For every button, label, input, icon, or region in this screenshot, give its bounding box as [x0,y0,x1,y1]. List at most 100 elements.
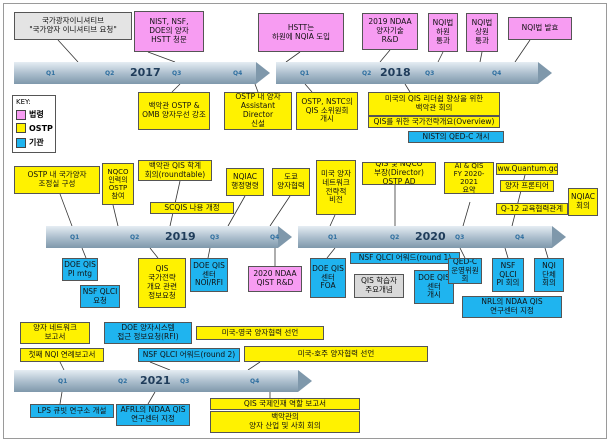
event-box: OSTP 내 국가양자 조정실 구성 [14,166,100,194]
event-box: 2019 NDAA 양자기술 R&D [362,13,418,50]
legend-label: 법령 [29,110,44,119]
event-box: 양자 네트워크 보고서 [20,322,90,344]
event-box: LPS 큐빗 연구소 개설 [30,404,114,418]
event-box: SCQIS 나용 개정 [150,202,234,214]
connector [59,193,73,227]
year-label-2020: 2020 [415,230,446,243]
timeline-2017-bar [14,62,256,84]
year-label-2019: 2019 [165,230,196,243]
event-box: QIS 및 NQCO 부장(Director) OSTP AD [362,162,436,185]
event-box: QIS를 위한 국가전략개요(Overview) [368,116,500,128]
connector [329,214,336,227]
event-box: NIST의 QED-C 개시 [408,131,504,143]
timeline-2020-arrowhead [552,226,566,248]
quarter-label: Q2 [390,234,400,241]
event-box: AFRL의 NDAA QIS 연구센터 지정 [116,404,190,426]
connector [227,195,246,227]
connector [504,247,509,259]
event-box: NQIAC 행정명령 [226,168,264,196]
quarter-label: Q2 [362,70,372,77]
quarter-label: Q1 [70,234,80,241]
year-label-2017: 2017 [130,66,161,79]
event-box: DOE QIS 센터 개시 [414,270,454,304]
event-box: NSF QLCI 요청 [80,285,120,308]
quarter-label: Q2 [130,234,140,241]
event-box: NSF QLCI 어워드(round 2) [138,348,240,362]
event-box: NIST, NSF, DOE의 양자 HSTT 청문 [134,11,204,52]
connector [149,247,159,259]
legend-swatch [16,137,26,148]
event-box: AI & QIS FY 2020-2021 요약 [444,162,494,194]
connector [171,83,181,93]
event-box: 미국 양자 네트워크 전략적 비전 [316,160,356,215]
event-box: 백악관 OSTP & OMB 양자우선 강조 [138,92,210,130]
legend-swatch [16,123,26,133]
event-box: Q-12 교육협력관계 [496,203,568,215]
event-box: 양자 프론티어 [500,180,554,192]
connector [59,391,63,405]
event-box: 도쿄 양자협력 [272,168,310,196]
event-box: DOE QIS 센터 NOI/RFI [190,258,228,292]
quarter-label: Q4 [515,234,525,241]
legend-label: OSTP [29,123,53,133]
connector [459,247,466,259]
event-box: QIS 국가전략 개요 관련 정보요청 [138,258,186,308]
connector [326,247,336,259]
event-box: OSTP, NSTC의 QIS 소위원회 개시 [296,92,358,130]
event-box: QIS 학습자 주요개념 [354,274,404,298]
connector [462,201,471,227]
connector [285,51,301,63]
connector [59,361,65,371]
connector [147,51,176,63]
event-box: 미국-영국 양자협력 선언 [196,326,324,340]
event-box: DOE QIS 센터 FOA [310,258,346,298]
event-box: DOE QIS PI mtg [62,258,98,281]
quarter-label: Q2 [118,378,128,385]
event-box: 백악관 QIS 학계 회의(roundtable) [138,160,212,181]
event-box: NQI법 하원 통과 [428,13,458,52]
quarter-label: Q4 [233,70,243,77]
event-box: NQI법 발효 [508,17,572,40]
connector [514,39,531,63]
event-box: QED-C 운영위원회 [448,258,482,284]
quarter-label: Q3 [172,70,182,77]
timeline-2017-arrowhead [256,62,270,84]
event-box: QIS 국제인재 역할 보고서 [210,398,360,410]
event-box: 2020 NDAA QIST R&D [248,266,302,292]
legend: KEY: 법령 OSTP 기관 [12,95,56,153]
event-box: NQIAC 회의 [568,188,598,216]
year-label-2021: 2021 [140,374,171,387]
quarter-label: Q4 [250,378,260,385]
event-box: HSTT는 하원에 NQIA 도입 [258,13,344,52]
quarter-label: Q4 [492,70,502,77]
event-box: NRL의 NDAA QIS 연구센터 지정 [462,296,562,318]
connector [247,361,261,371]
event-box: 국가광자이니셔티브 "국가양자 이니셔티브 요청" [14,12,132,40]
timeline-2021-arrowhead [298,370,312,392]
legend-title: KEY: [16,98,31,106]
timeline-2021-bar [14,370,298,392]
event-box: 첫째 NQI 연례보고서 [20,348,104,362]
timeline-2018-bar [276,62,538,84]
connector [149,361,171,371]
legend-swatch [16,109,26,120]
quarter-label: Q3 [455,234,465,241]
event-box: NQI법 상원 통과 [466,13,498,52]
quarter-label: Q1 [328,234,338,241]
event-box: NSF QLCI PI 회의 [492,258,524,292]
timeline-2019-bar [46,226,278,248]
connector [57,39,79,63]
connector [81,247,87,259]
connector [207,247,211,259]
quarter-label: Q3 [425,70,435,77]
connector [379,49,391,63]
event-box: 백악관의 양자 산업 및 사회 회의 [210,411,360,433]
diagram-frame [3,3,607,439]
connector [404,83,411,93]
quarter-label: Q3 [180,378,190,385]
timeline-2020-bar [298,226,552,248]
quarter-label: Q3 [210,234,220,241]
legend-item-agency: 기관 [16,137,44,148]
connector [254,83,259,93]
quarter-label: Q1 [46,70,56,77]
